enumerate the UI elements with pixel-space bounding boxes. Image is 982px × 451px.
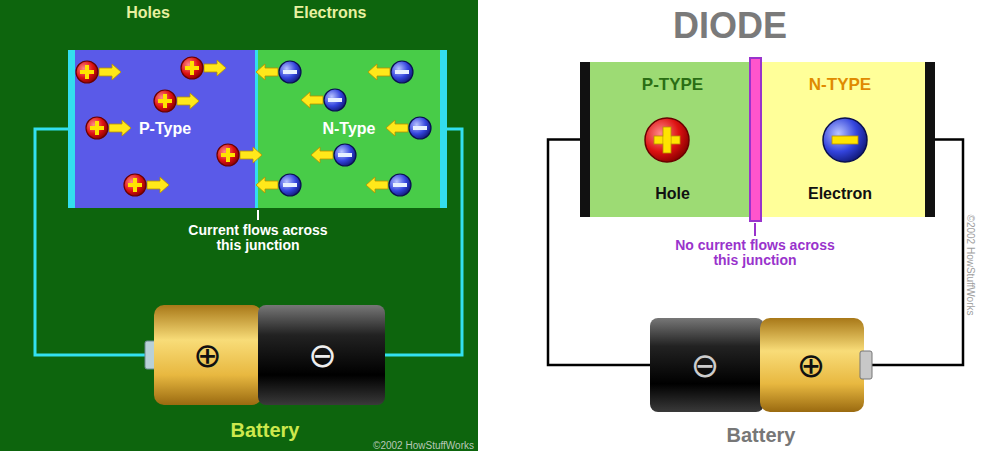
carrier-label: Hole [655, 185, 690, 203]
electron-symbol [256, 61, 301, 83]
polarity-sign: ⊖ [308, 335, 337, 375]
region-label: P-TYPE [642, 76, 703, 95]
polarity-sign: ⊕ [193, 335, 222, 375]
region-label: N-Type [322, 120, 375, 138]
hole-symbol [86, 117, 131, 139]
hole-symbol [124, 174, 169, 196]
carrier-label: Electron [808, 185, 872, 203]
text-slot: Battery [630, 424, 892, 446]
copyright-watermark: ©2002 HowStuffWorks [373, 440, 474, 451]
battery-illustration [650, 318, 872, 412]
leader-line [754, 223, 756, 236]
electron-symbol [823, 118, 867, 162]
battery-illustration [145, 305, 385, 405]
junction-band [750, 58, 761, 221]
electron-symbol [256, 174, 301, 196]
region-label: N-TYPE [809, 76, 871, 95]
battery-label: Battery [231, 419, 300, 441]
electron-symbol [366, 174, 411, 196]
region-label: P-Type [139, 120, 191, 138]
battery-label: Battery [727, 424, 796, 446]
electron-symbol [386, 117, 431, 139]
diagram-title: DIODE [673, 5, 787, 46]
polarity-sign: ⊕ [797, 345, 826, 385]
junction-note: No current flows across this junction [672, 238, 838, 269]
electron-symbol [368, 61, 413, 83]
electron-symbol [301, 89, 346, 111]
label-slot: No current flows across this junction [672, 238, 838, 269]
label-slot: Holes [103, 4, 193, 22]
copyright-watermark: ©2002 HowStuffWorks [965, 215, 976, 316]
hole-symbol [217, 144, 262, 166]
title-slot: DIODE [478, 6, 982, 46]
label-slot: ©2002 HowStuffWorks [963, 205, 981, 325]
text-slot: Battery [125, 419, 405, 441]
leader-line [257, 210, 259, 220]
label-slot: ©2002 HowStuffWorks [360, 435, 474, 451]
label-slot: Current flows across this junction [183, 223, 333, 254]
hole-symbol [76, 61, 121, 83]
hole-symbol [645, 118, 689, 162]
hole-symbol [181, 57, 226, 79]
carrier-heading: Holes [126, 4, 170, 21]
hole-symbol [154, 90, 199, 112]
carrier-heading: Electrons [294, 4, 367, 21]
polarity-sign: ⊖ [691, 345, 720, 385]
electron-symbol [311, 144, 356, 166]
junction-note: Current flows across this junction [183, 223, 333, 254]
label-slot: Electrons [275, 4, 385, 22]
